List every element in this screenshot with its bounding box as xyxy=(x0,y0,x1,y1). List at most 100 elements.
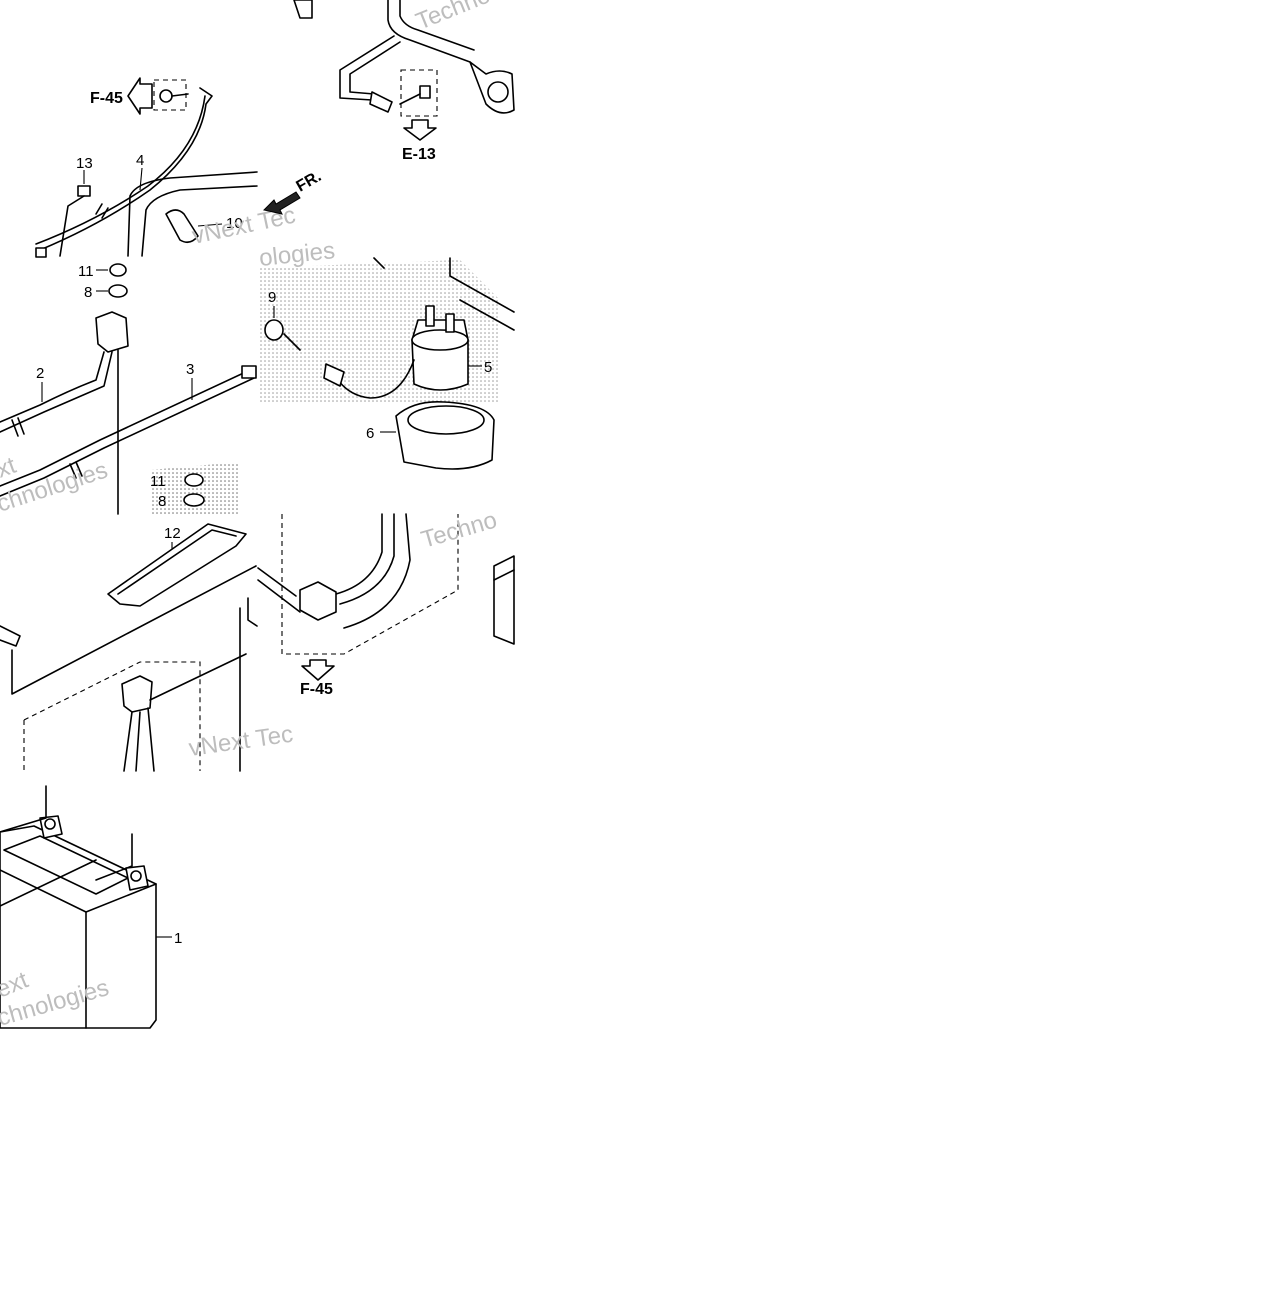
tray-edge xyxy=(0,625,21,647)
frame-tube xyxy=(387,0,471,63)
nut-11 xyxy=(184,473,204,487)
strap-inner xyxy=(117,529,237,595)
callout-12[interactable]: 12 xyxy=(164,525,181,542)
washer-8 xyxy=(108,284,128,298)
clip-10 xyxy=(165,209,199,244)
battery-lid-line xyxy=(0,859,97,907)
nut-9-line xyxy=(283,333,301,351)
cable-break xyxy=(95,203,109,219)
relay-harness xyxy=(329,359,415,399)
mount-line xyxy=(149,653,247,701)
tile-middle-left: 11 8 2 3 11 8 xt chnologies xyxy=(0,263,257,518)
battery-edge xyxy=(239,597,258,772)
tray-edge xyxy=(257,567,301,613)
tile-top-right: E-13 FR. Techno xyxy=(263,0,515,215)
watermark: vNext Tec xyxy=(187,721,295,762)
relay-terminal xyxy=(425,305,435,327)
tray-outline xyxy=(11,565,257,695)
cable-f45-outline xyxy=(339,513,395,605)
shaded-area xyxy=(150,462,240,514)
ref-f45-top[interactable]: F-45 xyxy=(90,90,123,107)
relay-top xyxy=(411,329,469,351)
tile-lower-left: 12 vNext Tec xyxy=(0,523,295,772)
watermark: Techno xyxy=(412,0,494,36)
mount-line xyxy=(95,833,133,881)
cable-2 xyxy=(0,351,105,423)
direction-marker: FR. xyxy=(294,168,325,196)
ref-e13[interactable]: E-13 xyxy=(402,146,436,163)
reference-arrow-down-icon xyxy=(301,659,335,681)
washer-8 xyxy=(183,493,205,507)
tile-lower-right: F-45 Techno xyxy=(257,506,515,698)
callout-11-bottom[interactable]: 11 xyxy=(150,473,166,490)
callout-11-top[interactable]: 11 xyxy=(78,263,94,280)
watermark: Techno xyxy=(418,506,500,553)
terminal-cover xyxy=(299,581,337,621)
harness-connector xyxy=(323,363,345,387)
bolt-head xyxy=(159,89,173,103)
frame-curve xyxy=(343,513,411,629)
callout-8-bottom[interactable]: 8 xyxy=(158,493,166,510)
cable-break xyxy=(69,461,83,479)
cable-4 xyxy=(39,87,213,251)
tile-middle-right: ologies 9 5 6 xyxy=(258,237,515,470)
callout-4[interactable]: 4 xyxy=(136,152,144,169)
cable-e13-outline xyxy=(349,41,401,95)
terminal-cover xyxy=(95,311,129,353)
component-box xyxy=(493,555,515,645)
callout-3[interactable]: 3 xyxy=(186,361,194,378)
relay-terminal xyxy=(445,313,455,333)
battery-strap-12 xyxy=(107,523,247,607)
nut-11 xyxy=(109,263,127,277)
dashed-area xyxy=(281,514,459,655)
callout-9[interactable]: 9 xyxy=(268,289,276,306)
battery-1 xyxy=(0,825,157,1029)
callout-13[interactable]: 13 xyxy=(76,155,93,172)
callout-8-top[interactable]: 8 xyxy=(84,284,92,301)
dashed-area xyxy=(23,661,201,771)
callout-1[interactable]: 1 xyxy=(174,930,182,947)
frame-edge xyxy=(459,299,515,331)
fitting-nut xyxy=(487,81,509,103)
leader-10 xyxy=(197,223,223,227)
terminal-bolt xyxy=(44,818,56,830)
cable-e13 xyxy=(339,35,395,101)
cable-break xyxy=(11,417,25,437)
cable-terminal xyxy=(241,365,257,379)
bolt-13 xyxy=(77,185,91,197)
tile-bottom-left: 1 ext chnologies xyxy=(0,785,182,1032)
mount-line xyxy=(0,785,47,833)
frame-rail-inner xyxy=(141,185,258,257)
callout-10[interactable]: 10 xyxy=(226,215,243,232)
reference-arrow-left-icon xyxy=(127,77,153,115)
component-box-edge xyxy=(493,569,515,581)
terminal-cover xyxy=(121,675,153,713)
watermark: chnologies xyxy=(0,457,111,518)
callout-2[interactable]: 2 xyxy=(36,365,44,382)
cable-terminal xyxy=(369,91,393,113)
frame-tube-inner xyxy=(399,0,475,51)
terminal-bolt xyxy=(130,870,142,882)
nut-9 xyxy=(264,319,284,341)
callout-6[interactable]: 6 xyxy=(366,425,374,442)
tile-top-left: F-45 4 13 10 vNext Tec xyxy=(35,77,298,258)
cable-2-outline xyxy=(0,351,113,433)
bolt-13-shank xyxy=(59,195,85,257)
cable-3 xyxy=(0,369,251,487)
front-direction-arrow-icon xyxy=(263,191,301,215)
bolt-shank xyxy=(171,93,189,97)
frame-rail xyxy=(127,171,258,257)
callout-5[interactable]: 5 xyxy=(484,359,492,376)
cable-terminal xyxy=(35,247,47,258)
dashed-box xyxy=(400,69,438,117)
terminal-leads xyxy=(123,707,155,772)
bolt-shank xyxy=(399,93,421,105)
cable-4-outline xyxy=(35,95,206,245)
frame-edge xyxy=(373,257,385,269)
frame-edge xyxy=(449,257,515,313)
bracket-top xyxy=(293,0,313,19)
cable-f45 xyxy=(335,513,383,595)
ref-f45-bottom[interactable]: F-45 xyxy=(300,681,333,698)
reference-arrow-down-icon xyxy=(403,119,437,141)
